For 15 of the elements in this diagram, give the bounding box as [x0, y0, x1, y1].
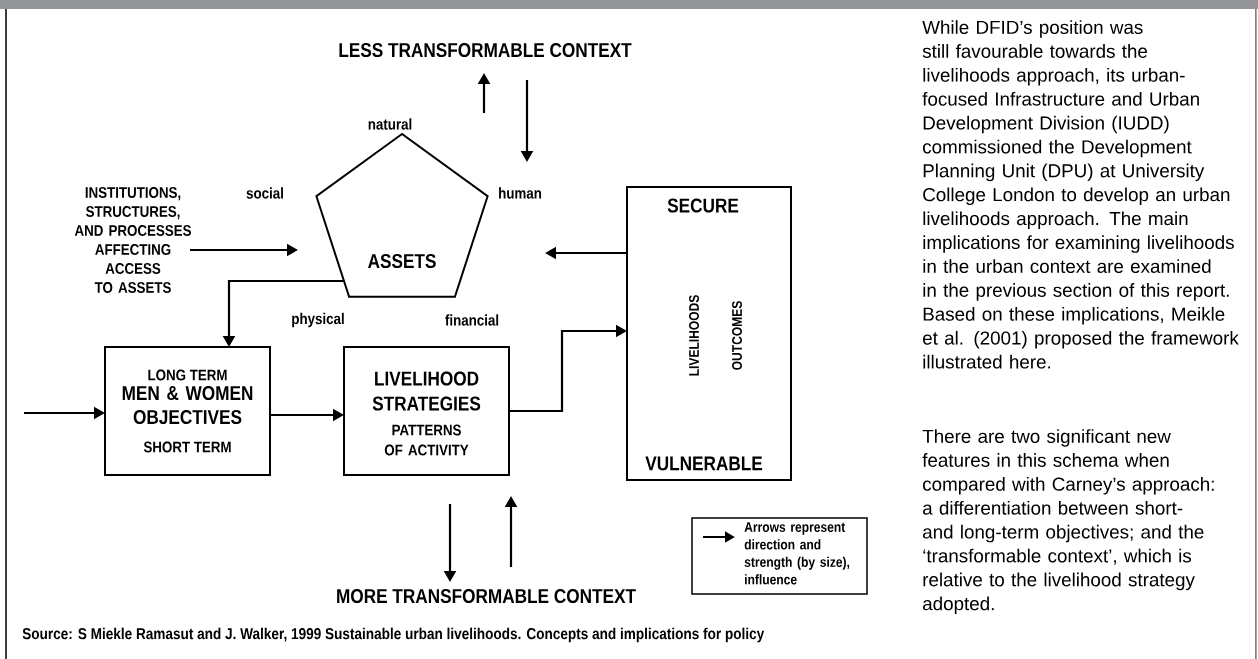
- outcomes-box: SECURE LIVELIHOODS OUTCOMES VULNERABLE: [626, 186, 792, 481]
- strategies-box: LIVELIHOOD STRATEGIES PATTERNS OF ACTIVITY: [343, 346, 510, 476]
- paragraph: There are two significant new features in this schema when compared with Carney’s approach: a differentiation between short- and long-term objectives; and the ‘transformable context’, which is relative to the livelihood strategy adopted.: [922, 429, 1214, 615]
- asset-label: financial: [445, 314, 499, 326]
- source-note: Source: S Miekle Ramasut and J. Walker, 1999 Sustainable urban livelihoods. Concepts and implications for policy: [22, 627, 765, 643]
- context-heading: MORE TRANSFORMABLE CONTEXT: [337, 588, 636, 604]
- context-heading: LESS TRANSFORMABLE CONTEXT: [339, 42, 632, 58]
- asset-label: physical: [292, 312, 344, 328]
- objectives-box: LONG TERM MEN & WOMEN OBJECTIVES SHORT TERM: [104, 346, 271, 476]
- legend-box: Arrows represent direction and strength (by size), influence: [691, 517, 868, 595]
- asset-label: social: [246, 187, 283, 199]
- institutions-text: INSTITUTIONS, STRUCTURES, AND PROCESSES AFFECTING ACCESS TO ASSETS: [74, 187, 191, 293]
- asset-label: natural: [368, 118, 412, 130]
- paragraph: While DFID’s position was still favourable towards the livelihoods approach, its urban-focused Infrastructure and Urban Development Division (IUDD) commissioned the Development Planning Unit (DPU) at University College London to develop an urban livelihoods approach. The main implications for examining livelihoods in the urban context are examined in the previous section of this report. Based on these implications, Meikle et al. (2001) proposed the framework illustrated here.: [922, 20, 1239, 369]
- asset-label: human: [499, 187, 542, 199]
